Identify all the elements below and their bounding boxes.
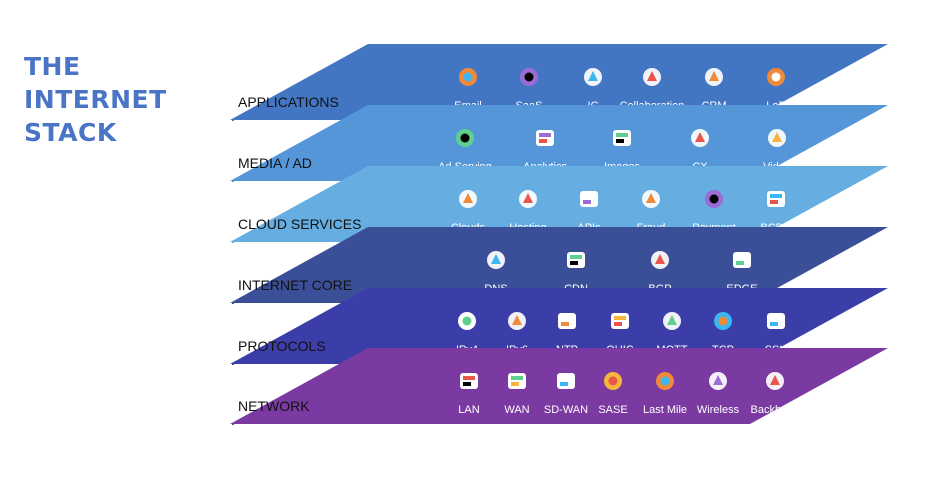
ic-chip-icon [584,68,602,86]
stack-item: Last Mile [643,372,687,416]
saas-icon [520,68,538,86]
item-label: Wireless [697,404,740,416]
layer-label: INTERNET CORE [238,277,352,293]
hosting-icon [519,190,537,208]
layer-plane [230,44,888,120]
tcp-icon [714,312,732,330]
stack-item: LAN [458,373,480,416]
cx-icon [691,129,709,147]
layer-label: CLOUD SERVICES [238,216,361,232]
stack-item: SD-WAN [544,373,588,416]
ipv6-icon [508,312,526,330]
layer-plane [230,166,888,242]
layer-label: APPLICATIONS [238,94,339,110]
backbone-icon [766,372,784,390]
item-label: LAN [458,404,479,416]
sase-icon [604,372,622,390]
dns-icon [487,251,505,269]
payment-icon [705,190,723,208]
layer-protocols: PROTOCOLSIPv4IPv6NTPQUICMQTTTCPSSH [230,288,888,365]
ipv4-icon [458,312,476,330]
fraud-icon [642,190,660,208]
ssh-icon [767,313,785,329]
quic-icon [611,313,629,329]
item-label: WAN [504,404,529,416]
page-title: THE INTERNET STACK [24,50,167,149]
item-label: Backbone [751,404,800,416]
stack-item: Wireless [697,372,740,416]
mqtt-icon [663,312,681,330]
analytics-icon [536,130,554,146]
email-icon [459,68,477,86]
bgp-icon [651,251,669,269]
apis-icon [580,191,598,207]
last-mile-icon [656,372,674,390]
clouds-icon [459,190,477,208]
item-label: SASE [598,404,627,416]
title-line-1: THE [24,52,81,81]
lan-icon [460,373,478,389]
stack-item: WAN [504,373,530,416]
crm-icon [705,68,723,86]
layer-label: NETWORK [238,398,310,414]
video-play-icon [768,129,786,147]
item-label: SD-WAN [544,404,588,416]
ntp-icon [558,313,576,329]
stack-item: SASE [598,372,628,416]
title-line-3: STACK [24,118,117,147]
ad-serving-icon [456,129,474,147]
images-icon [613,130,631,146]
edge-icon [733,252,751,268]
stack-item: Backbone [751,372,800,416]
wireless-icon [709,372,727,390]
layer-plane [230,105,888,181]
collaboration-icon [643,68,661,86]
title-line-2: INTERNET [24,85,167,114]
item-label: Last Mile [643,404,687,416]
layer-label: PROTOCOLS [238,338,326,354]
cdn-icon [567,252,585,268]
sd-wan-icon [557,373,575,389]
bcdr-icon [767,191,785,207]
lob-icon [767,68,785,86]
layer-internet-core: INTERNET COREDNSCDNBGPEDGE [230,227,888,304]
layer-label: MEDIA / AD [238,155,312,171]
wan-icon [508,373,526,389]
layer-plane [230,227,888,303]
layer-network: NETWORK LAN WAN SD-WAN SASE Last Mile Wireless… [230,348,888,425]
